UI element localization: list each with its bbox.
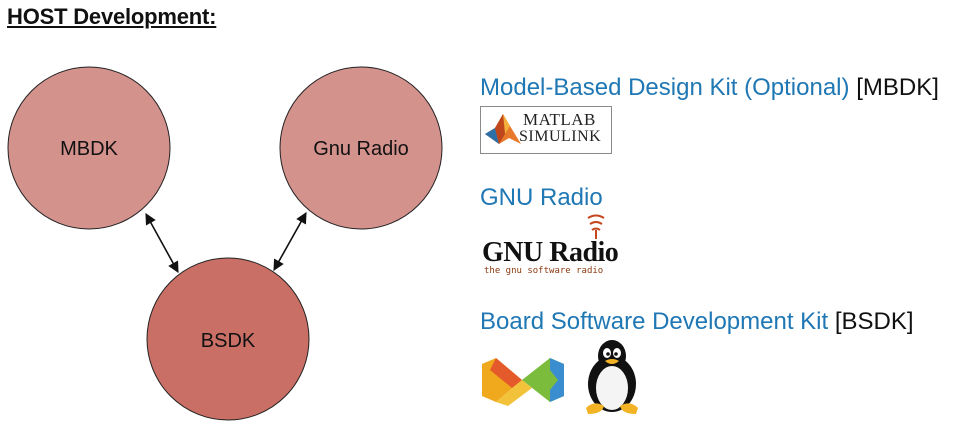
node-bsdk: BSDK bbox=[146, 257, 310, 421]
gnu-radio-tagline: the gnu software radio bbox=[484, 266, 604, 276]
gnuradio-bsdk-arrow bbox=[273, 212, 307, 271]
mbdk-bsdk-arrow bbox=[145, 213, 179, 273]
node-mbdk: MBDK bbox=[7, 66, 171, 230]
mbdk-kit-link[interactable]: Model-Based Design Kit (Optional) bbox=[480, 74, 850, 101]
gnu-radio-kit-entry: GNU Radio bbox=[480, 184, 603, 212]
page-title: HOST Development: bbox=[7, 4, 217, 29]
mbdk-kit-entry: Model-Based Design Kit (Optional) [MBDK] bbox=[480, 74, 939, 102]
simulink-wordmark: SIMULINK bbox=[519, 128, 602, 145]
matlab-wordmark: MATLAB bbox=[523, 110, 596, 129]
node-gnu-radio: Gnu Radio bbox=[279, 66, 443, 230]
mbdk-kit-abbr: [MBDK] bbox=[856, 74, 939, 101]
visual-studio-logo-icon bbox=[482, 358, 564, 406]
radio-waves-icon bbox=[587, 214, 605, 239]
gnu-radio-wordmark: GNU Radio bbox=[482, 237, 619, 268]
matlab-simulink-logo: MATLAB SIMULINK bbox=[480, 106, 612, 154]
node-bsdk-label: BSDK bbox=[201, 330, 256, 352]
node-mbdk-label: MBDK bbox=[60, 138, 118, 160]
matlab-membrane-icon bbox=[485, 114, 521, 144]
bsdk-kit-abbr: [BSDK] bbox=[834, 308, 914, 335]
tux-penguin-icon bbox=[586, 340, 638, 414]
bsdk-kit-entry: Board Software Development Kit [BSDK] bbox=[480, 308, 914, 336]
node-gnu-radio-label: Gnu Radio bbox=[313, 138, 409, 160]
bsdk-kit-link[interactable]: Board Software Development Kit bbox=[480, 308, 829, 335]
gnu-radio-kit-link[interactable]: GNU Radio bbox=[480, 184, 603, 211]
